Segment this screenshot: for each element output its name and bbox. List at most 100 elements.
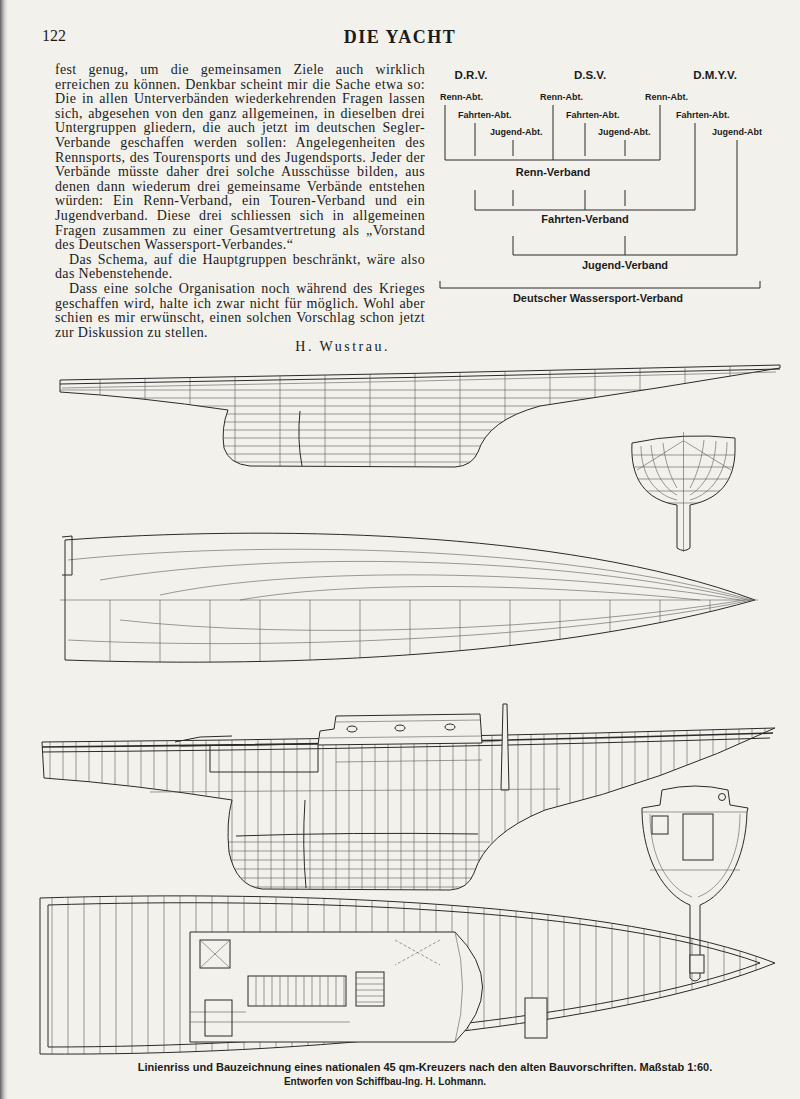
hatch-line [63, 726, 64, 892]
hatch-line [264, 976, 265, 1006]
hatch-line [284, 726, 285, 892]
frame-line [650, 814, 740, 897]
hatch-line [68, 888, 69, 1060]
sheer-line [62, 372, 776, 388]
hatch-line [52, 888, 53, 1060]
hatch-line [531, 726, 532, 892]
hatch-line [50, 406, 790, 407]
hatch-line [336, 976, 337, 1006]
hatch-line [388, 726, 389, 892]
centre-line [637, 432, 731, 552]
hatch-line [557, 726, 558, 892]
hatch-line [220, 887, 490, 888]
hatch-line [628, 503, 740, 504]
hatch-line [548, 888, 549, 1060]
hatch-line [349, 726, 350, 892]
author-signature: H. Wustrau. [55, 340, 425, 355]
waterline-hatch [628, 455, 740, 503]
hatch-line [210, 600, 211, 668]
hatch-line [492, 726, 493, 892]
hatch-line [232, 726, 233, 892]
half-breadth-plan [60, 533, 758, 668]
hatch-line [272, 976, 273, 1006]
hatch-line [50, 414, 790, 415]
hatch-line [453, 726, 454, 892]
hatch-line [288, 976, 289, 1006]
hatch-line [739, 726, 740, 892]
hatch-line [740, 888, 741, 1060]
hatch-line [516, 888, 517, 1060]
association-name: D.S.V. [574, 69, 606, 82]
locker-cross [200, 940, 230, 968]
hatch-line [610, 600, 611, 668]
hatch-line [628, 479, 740, 480]
hatch-line [644, 888, 645, 1060]
hatch-line [89, 726, 90, 892]
deck-plan [40, 888, 775, 1060]
section-line [641, 443, 677, 500]
page-number: 122 [42, 27, 66, 45]
hatch-line [564, 888, 565, 1060]
hatch-line [401, 726, 402, 892]
hatch-line [219, 726, 220, 892]
hatch-line [102, 726, 103, 892]
hatch-line [560, 600, 561, 668]
covering-board [48, 903, 760, 1047]
hatch-line [414, 726, 415, 892]
hatch-line [164, 888, 165, 1060]
hatch-line [100, 888, 101, 1060]
hatch-line [713, 726, 714, 892]
keel-hatch [220, 842, 490, 887]
hatch-line [50, 430, 790, 431]
hatch-line [220, 842, 490, 843]
hatch-line [609, 726, 610, 892]
hatch-line [220, 878, 490, 879]
hatch-line [50, 422, 790, 423]
hatch-line [328, 976, 329, 1006]
hatch-line [256, 976, 257, 1006]
hatch-line [50, 398, 790, 399]
hatch-line [726, 726, 727, 892]
hull-outline [60, 365, 780, 467]
waterline-curve [68, 549, 752, 600]
hatch-line [580, 888, 581, 1060]
cockpit-line [180, 744, 318, 772]
hatch-line [220, 851, 490, 852]
hatch-line [220, 860, 490, 861]
hatch-line [50, 390, 790, 391]
hatch-line [148, 888, 149, 1060]
hatch-line [687, 726, 688, 892]
section-line [690, 440, 727, 500]
companion-steps [356, 972, 384, 1006]
department-label: Renn-Abt. [645, 92, 688, 103]
department-label: Jugend-Abt. [490, 127, 543, 138]
hatch-line [297, 726, 298, 892]
hatch-line [180, 888, 181, 1060]
hatch-line [708, 888, 709, 1060]
hatch-line [612, 888, 613, 1060]
department-label: Jugend-Abt [712, 127, 762, 138]
midship-section [642, 786, 748, 981]
hatch-line [50, 446, 790, 447]
locker-box [200, 940, 230, 968]
hatch-line [765, 726, 766, 892]
stern-line [175, 736, 232, 742]
hatch-line [628, 491, 740, 492]
centre-line [60, 600, 758, 601]
locker-panel [652, 816, 668, 834]
hatch-line [674, 726, 675, 892]
department-label: Renn-Abt. [540, 92, 583, 103]
bracket-line [553, 105, 554, 160]
hatch-line [116, 888, 117, 1060]
grating-hatch [256, 976, 344, 1006]
cabin-house [318, 714, 482, 745]
body-paragraph: fest genug, um die gemeinsamen Ziele auc… [55, 63, 425, 253]
bracket-line [625, 140, 626, 255]
scan-edge [0, 0, 9, 1099]
hatch-line [258, 726, 259, 892]
body-plan [628, 432, 740, 552]
hatch-box [690, 955, 704, 973]
hatch-line [325, 360, 326, 470]
